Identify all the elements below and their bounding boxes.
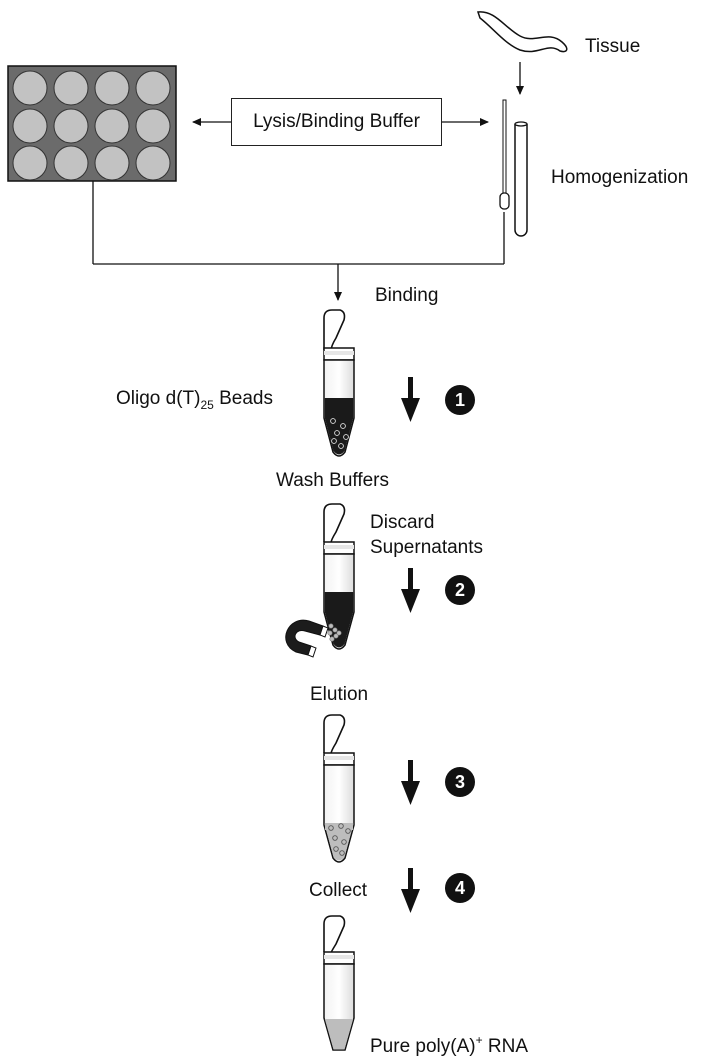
beads-label-main: Oligo d(T)	[116, 388, 201, 409]
tissue-worm-icon	[476, 11, 568, 53]
step-badge-1: 1	[445, 385, 475, 415]
final-product-main: Pure poly(A)	[370, 1036, 476, 1057]
discard-label: Discard	[370, 512, 435, 533]
wash-buffers-label: Wash Buffers	[276, 470, 389, 491]
microtube-icon-4	[323, 915, 355, 1051]
beads-label-subscript: 25	[200, 398, 214, 412]
down-arrow-icon-3	[401, 760, 420, 805]
beads-label: Oligo d(T)25 Beads	[116, 388, 273, 416]
microtube-icon-2	[323, 503, 355, 650]
microtube-icon-3	[323, 714, 355, 863]
beads-label-tail: Beads	[213, 388, 273, 409]
lysis-binding-buffer-label: Lysis/Binding Buffer	[253, 111, 420, 132]
final-product-superscript: +	[475, 1033, 483, 1047]
homogenizer-icon	[499, 99, 528, 237]
step-badge-3: 3	[445, 767, 475, 797]
collect-label: Collect	[309, 880, 368, 901]
tissue-label: Tissue	[585, 36, 641, 57]
lysis-binding-buffer-box: Lysis/Binding Buffer	[231, 98, 442, 146]
binding-label: Binding	[375, 285, 439, 306]
final-product-tail: RNA	[482, 1036, 529, 1057]
homogenization-label: Homogenization	[551, 167, 689, 188]
binding-connector	[92, 181, 505, 265]
down-arrow-icon-4	[401, 868, 420, 913]
well-plate-icon	[7, 65, 177, 182]
microtube-icon	[323, 309, 355, 457]
step-badge-4: 4	[445, 873, 475, 903]
final-product-label: Pure poly(A)+ RNA	[370, 1029, 528, 1058]
step-badge-2: 2	[445, 575, 475, 605]
elution-label: Elution	[310, 684, 369, 705]
down-arrow-icon-2	[401, 568, 420, 613]
magnet-icon	[285, 619, 329, 658]
down-arrow-icon	[401, 377, 420, 422]
supernatants-label: Supernatants	[370, 537, 484, 558]
